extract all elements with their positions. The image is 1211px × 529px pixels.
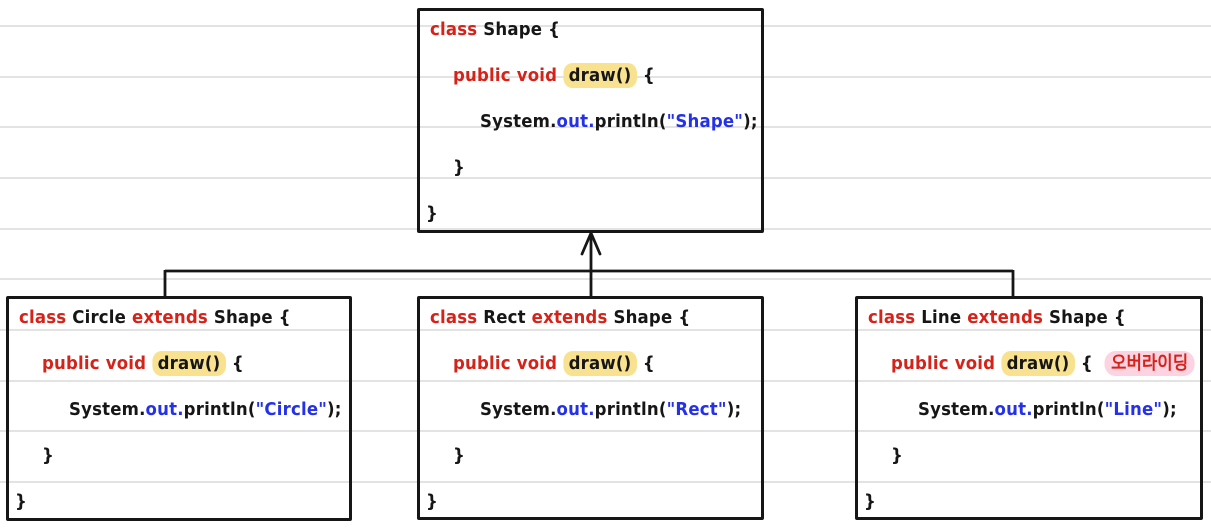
code-line: } <box>426 201 438 227</box>
code-segment: println( <box>594 111 667 132</box>
code-segment: ); <box>726 399 742 420</box>
code-segment: public void <box>453 353 564 374</box>
code-line: public void draw() { 오버라이딩 <box>891 351 1195 377</box>
code-segment: ); <box>327 399 342 420</box>
code-segment: } <box>15 491 27 512</box>
code-segment: class <box>430 307 484 328</box>
code-segment: class <box>430 19 484 40</box>
code-segment <box>1093 353 1105 374</box>
ruled-line <box>0 25 1211 27</box>
code-line: } <box>864 489 876 515</box>
ruled-line <box>0 126 1211 128</box>
code-segment: } <box>864 491 876 512</box>
code-segment: } <box>891 445 903 466</box>
code-line: } <box>15 489 27 515</box>
code-segment: println( <box>183 399 256 420</box>
code-segment: draw() <box>152 351 226 376</box>
code-segment: System. <box>480 111 557 132</box>
code-segment: ); <box>1162 399 1177 420</box>
code-segment: public void <box>891 353 1002 374</box>
code-segment: System. <box>69 399 146 420</box>
code-segment: out. <box>556 399 595 420</box>
circle-class-box: class Circle extends Shape { public void … <box>6 296 352 521</box>
code-segment: out. <box>556 111 595 132</box>
code-segment: Rect <box>483 307 532 328</box>
code-segment: Shape { <box>613 307 691 328</box>
code-segment: Circle <box>72 307 133 328</box>
shape-class-box: class Shape { public void draw() { System.… <box>417 8 764 233</box>
code-segment: { <box>1074 353 1093 374</box>
code-line: } <box>891 443 903 469</box>
code-segment: "Rect" <box>666 399 727 420</box>
ruled-line <box>0 177 1211 179</box>
code-segment: public void <box>42 353 153 374</box>
code-segment: } <box>453 445 465 466</box>
code-segment: extends <box>967 307 1050 328</box>
code-segment: "Shape" <box>666 111 744 132</box>
code-segment: draw() <box>563 63 637 88</box>
inheritance-connector-lines <box>163 236 1015 296</box>
rect-class-box: class Rect extends Shape { public void dr… <box>417 296 764 520</box>
code-line: } <box>426 489 438 515</box>
code-segment: extends <box>531 307 614 328</box>
code-line: class Line extends Shape { <box>868 305 1126 331</box>
code-segment: println( <box>1032 399 1105 420</box>
code-segment: Shape { <box>213 307 291 328</box>
code-segment: } <box>453 157 465 178</box>
code-line: } <box>453 155 465 181</box>
code-line: System.out.println("Rect"); <box>480 397 741 423</box>
code-line: class Circle extends Shape { <box>19 305 291 331</box>
code-line: } <box>453 443 465 469</box>
ruled-line <box>0 481 1211 483</box>
code-segment: { <box>636 353 655 374</box>
code-segment: class <box>19 307 73 328</box>
code-segment: ); <box>743 111 758 132</box>
code-line: System.out.println("Shape"); <box>480 109 758 135</box>
overriding-annotation: 오버라이딩 <box>1104 351 1195 376</box>
code-segment: "Line" <box>1104 399 1163 420</box>
code-segment: extends <box>132 307 214 328</box>
code-segment: } <box>42 445 54 466</box>
code-segment: draw() <box>563 351 637 376</box>
code-segment: public void <box>453 65 564 86</box>
code-segment: out. <box>145 399 184 420</box>
code-line: System.out.println("Circle"); <box>69 397 342 423</box>
code-segment: draw() <box>1001 351 1075 376</box>
ruled-line <box>0 380 1211 382</box>
code-line: public void draw() { <box>453 351 655 377</box>
ruled-line <box>0 228 1211 230</box>
code-line: class Shape { <box>430 17 560 43</box>
code-segment: Shape { <box>483 19 561 40</box>
arrowhead-icon <box>580 231 602 256</box>
code-segment: { <box>225 353 244 374</box>
code-segment: } <box>426 491 438 512</box>
code-segment: Shape { <box>1049 307 1126 328</box>
code-segment: class <box>868 307 922 328</box>
code-line: public void draw() { <box>42 351 244 377</box>
code-segment: { <box>636 65 655 86</box>
code-segment: out. <box>994 399 1033 420</box>
line-class-box: class Line extends Shape { public void dr… <box>855 296 1203 520</box>
code-line: } <box>42 443 54 469</box>
code-segment: System. <box>480 399 557 420</box>
code-segment: } <box>426 203 438 224</box>
code-segment: println( <box>594 399 667 420</box>
code-segment: System. <box>918 399 995 420</box>
code-segment: Line <box>921 307 968 328</box>
ruled-line <box>0 329 1211 331</box>
code-line: System.out.println("Line"); <box>918 397 1177 423</box>
code-segment: "Circle" <box>255 399 328 420</box>
code-line: public void draw() { <box>453 63 655 89</box>
ruled-line <box>0 278 1211 280</box>
ruled-line <box>0 430 1211 432</box>
code-line: class Rect extends Shape { <box>430 305 690 331</box>
